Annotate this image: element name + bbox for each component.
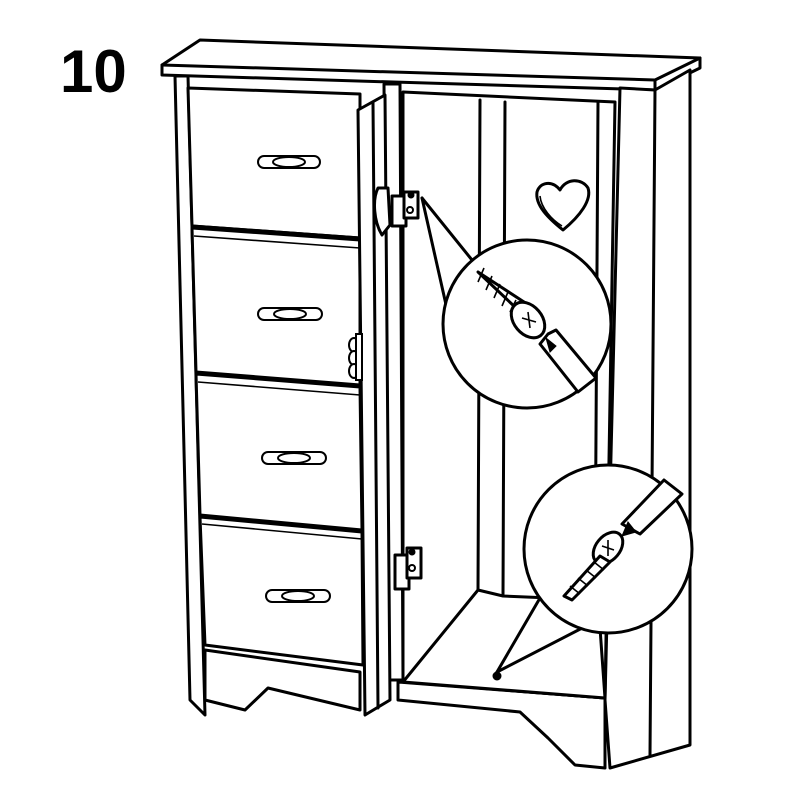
screwdriver-icon-2 (620, 478, 684, 537)
drawer-handle-4 (265, 589, 331, 603)
drawer-handles (257, 155, 331, 603)
screw-icon (476, 267, 547, 340)
left-side-panel (173, 74, 207, 717)
hinge-top (390, 190, 420, 228)
drawer-2 (190, 226, 362, 387)
drawer-handle-1 (257, 155, 321, 169)
drawer-handle-2 (257, 307, 323, 321)
cabinet-top (160, 38, 702, 92)
base-plinth-right (396, 680, 607, 770)
base-plinth (203, 648, 362, 712)
step-number: 10 (60, 38, 127, 105)
hinge-bottom (393, 546, 423, 591)
door-knob (348, 333, 363, 381)
drawer-handle-3 (261, 451, 327, 465)
open-door (348, 93, 392, 717)
heart-cutout (535, 179, 591, 232)
callout-top-hinge-screw (420, 196, 613, 410)
callout-floor-screw (495, 463, 694, 674)
screw-icon-2 (562, 530, 625, 602)
drawers (186, 86, 365, 667)
right-side-panel (603, 68, 692, 770)
screwdriver-icon (538, 328, 598, 394)
